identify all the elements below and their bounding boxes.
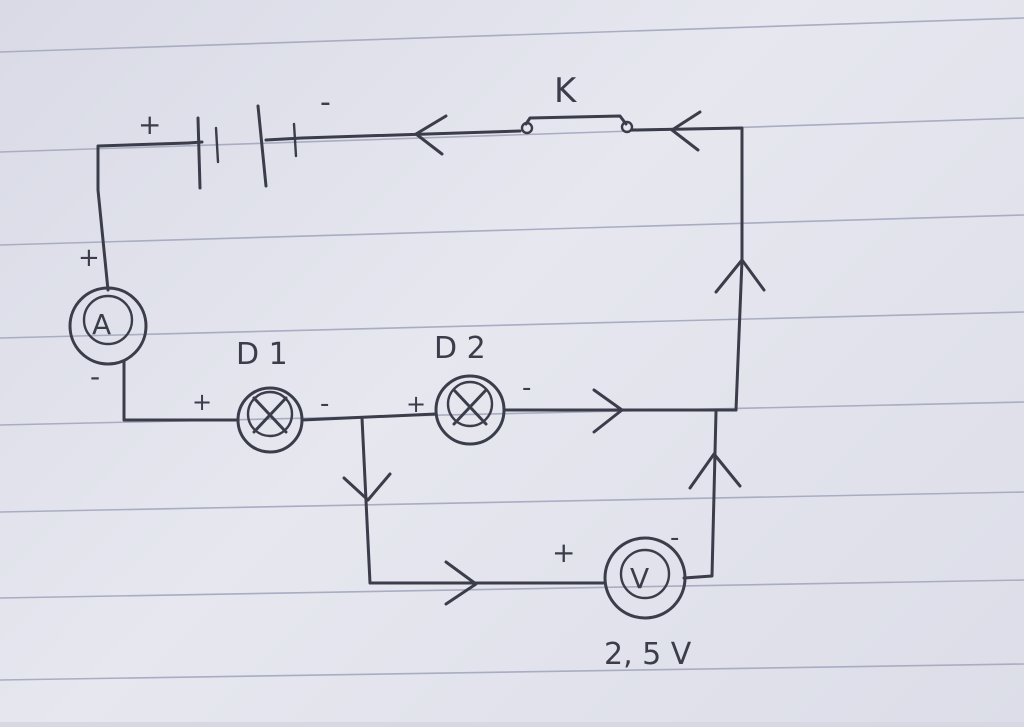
wire-left-top (96, 141, 190, 292)
switch-symbol (520, 114, 634, 135)
voltmeter-label: V (630, 562, 649, 595)
wire-right (734, 258, 744, 412)
arrow-right-up (714, 258, 766, 294)
current-arrows (342, 110, 766, 606)
lamp1-label: D 1 (236, 337, 288, 372)
wire-voltmeter-return (682, 410, 718, 580)
lamp-2 (434, 374, 506, 446)
voltmeter-plus-label: + (552, 536, 575, 569)
ammeter (68, 286, 148, 366)
lamp2-label: D 2 (434, 331, 486, 366)
battery-symbol (186, 104, 304, 190)
circuit-wires (96, 126, 744, 585)
arrow-middle-right (592, 388, 624, 434)
lamp2-plus-label: + (406, 390, 426, 418)
battery-plus-label: + (138, 108, 161, 141)
lamp1-minus-label: - (320, 389, 329, 419)
wire-left-bottom (122, 360, 240, 422)
lamp1-plus-label: + (192, 388, 212, 416)
voltmeter (603, 536, 687, 620)
arrow-bottom-right (444, 560, 478, 606)
voltage-reading: 2, 5 V (604, 637, 692, 672)
arrow-voltmeter-up (688, 452, 742, 490)
wire-top-right (630, 126, 744, 262)
battery-minus-label: - (320, 85, 331, 120)
wire-voltmeter-branch (360, 416, 607, 585)
lamp2-minus-label: - (522, 373, 531, 403)
lamp-1 (236, 386, 304, 454)
arrow-top-left (414, 114, 448, 156)
ammeter-minus-label: - (90, 360, 100, 393)
voltmeter-minus-label: - (670, 523, 679, 553)
ammeter-label: A (92, 308, 111, 341)
switch-label: K (554, 71, 578, 111)
wire-lamp1-lamp2 (300, 412, 438, 422)
arrow-top-right (670, 110, 702, 152)
arrow-branch-down (342, 472, 392, 502)
ammeter-plus-label: + (78, 243, 100, 273)
wire-top-left (300, 129, 522, 140)
